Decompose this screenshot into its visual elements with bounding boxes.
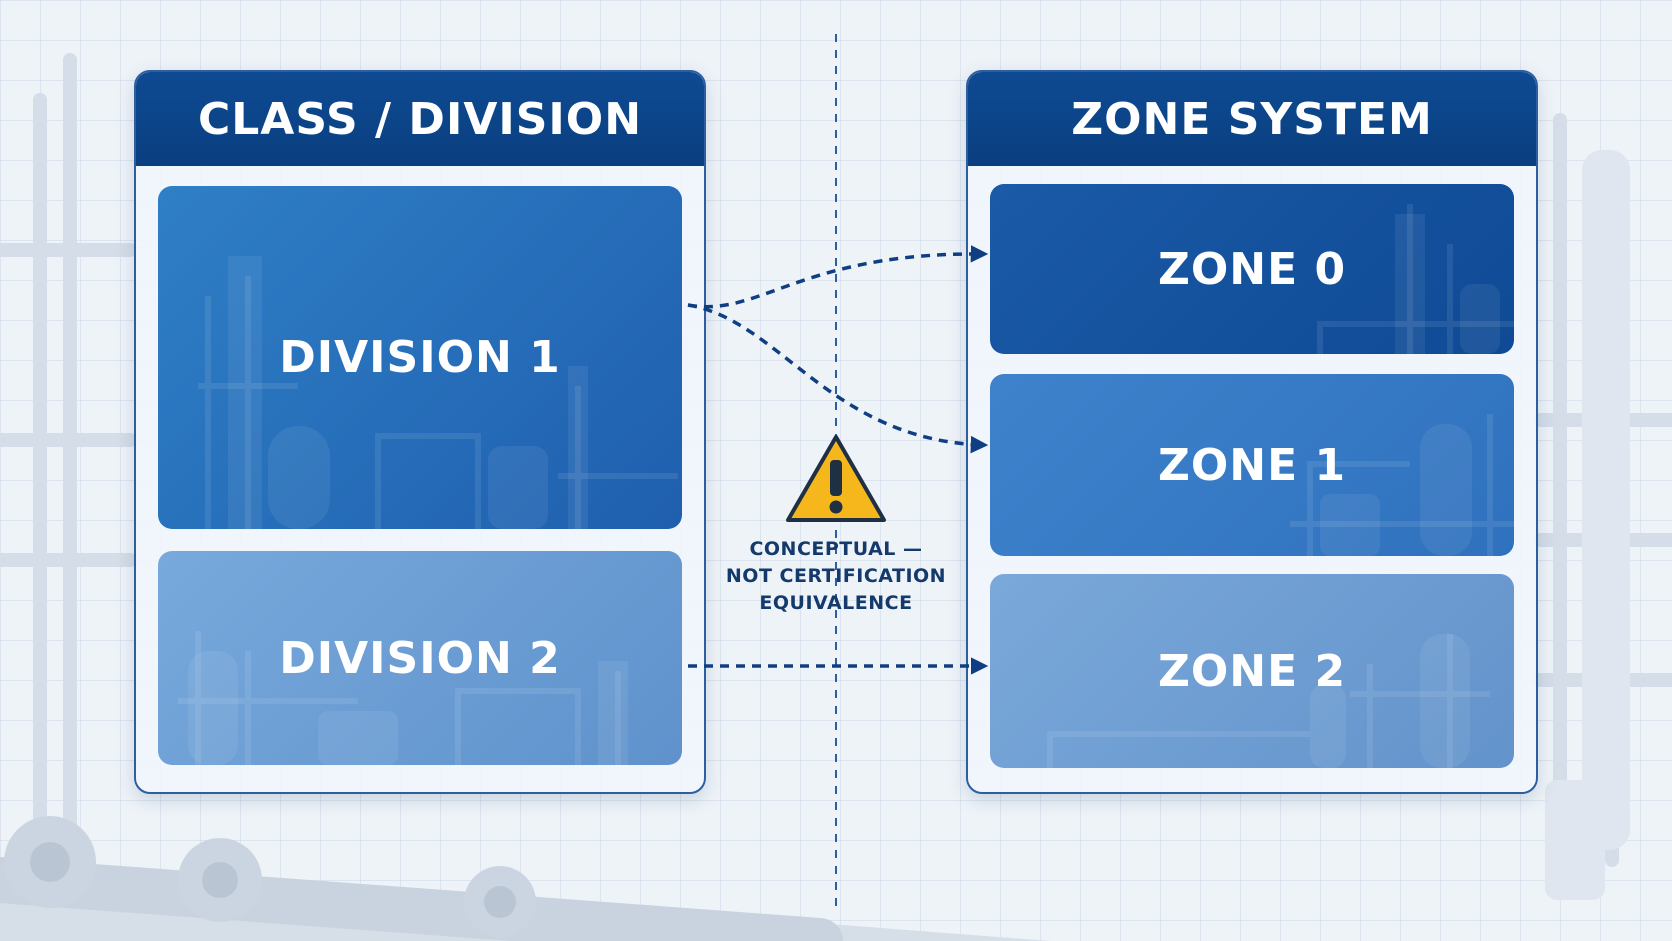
zone-2-label: ZONE 2 xyxy=(1157,645,1347,697)
division-2-label: DIVISION 2 xyxy=(279,632,561,684)
division-2-box: DIVISION 2 xyxy=(158,551,682,765)
zone-system-panel: ZONE SYSTEM ZONE 0 ZONE 1 ZONE 2 xyxy=(966,70,1538,794)
refinery-skyline-icon xyxy=(1317,204,1514,354)
zone-0-label: ZONE 0 xyxy=(1157,243,1347,295)
zone-1-box: ZONE 1 xyxy=(990,374,1514,556)
refinery-skyline-icon xyxy=(1047,634,1490,768)
zone-1-label: ZONE 1 xyxy=(1157,439,1347,491)
refinery-skyline-icon xyxy=(198,256,678,529)
division-1-label: DIVISION 1 xyxy=(279,332,561,383)
class-division-title: CLASS / DIVISION xyxy=(136,72,704,166)
note-line-3: EQUIVALENCE xyxy=(759,592,913,614)
zone-2-box: ZONE 2 xyxy=(990,574,1514,768)
warning-icon xyxy=(786,435,886,522)
refinery-skyline-icon xyxy=(1290,414,1514,556)
refinery-skyline-icon xyxy=(178,631,628,765)
note-line-2: NOT CERTIFICATION xyxy=(725,565,947,587)
division-1-box: DIVISION 1 xyxy=(158,186,682,529)
conceptual-note: CONCEPTUAL — NOT CERTIFICATION EQUIVALEN… xyxy=(700,536,972,617)
class-division-panel: CLASS / DIVISION DIVISION 1 DIVISION 2 xyxy=(134,70,706,794)
note-line-1: CONCEPTUAL — xyxy=(749,538,923,560)
zone-0-box: ZONE 0 xyxy=(990,184,1514,354)
zone-system-title: ZONE SYSTEM xyxy=(968,72,1536,166)
